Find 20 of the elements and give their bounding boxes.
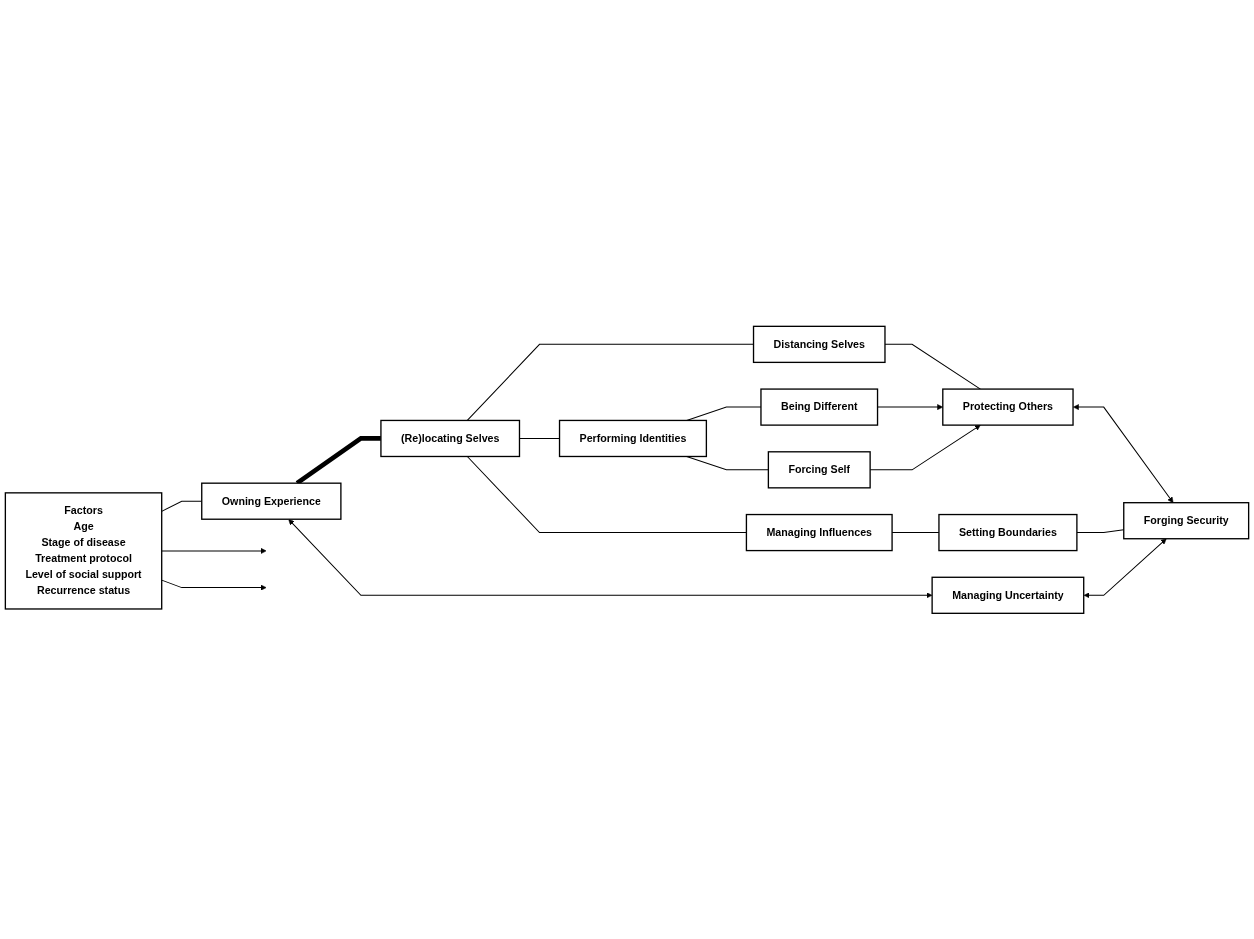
node-box: Forging Security [1123, 501, 1250, 540]
arrow [1083, 538, 1167, 598]
arrow [288, 518, 933, 598]
node-box: Owning Experience [201, 482, 342, 520]
node-box: Protecting Others [942, 388, 1074, 426]
node-box: Factors Age Stage of disease Treatment protocol Level of social support Recurrence status [4, 491, 163, 610]
connector [884, 343, 981, 390]
node-box: Forcing Self [767, 450, 871, 489]
node-box: (Re)locating Selves [380, 419, 521, 457]
node-box: Managing Uncertainty [931, 576, 1085, 614]
node-box: Being Different [760, 388, 879, 426]
connector [466, 455, 747, 533]
node-box: Performing Identities [558, 419, 708, 457]
arrow [161, 547, 267, 554]
node-box: Managing Influences [745, 513, 893, 551]
node-box: Distancing Selves [752, 325, 886, 363]
arrow [161, 579, 267, 591]
connector [686, 455, 769, 470]
node-box: Setting Boundaries [938, 513, 1078, 551]
arrow [1073, 403, 1174, 503]
